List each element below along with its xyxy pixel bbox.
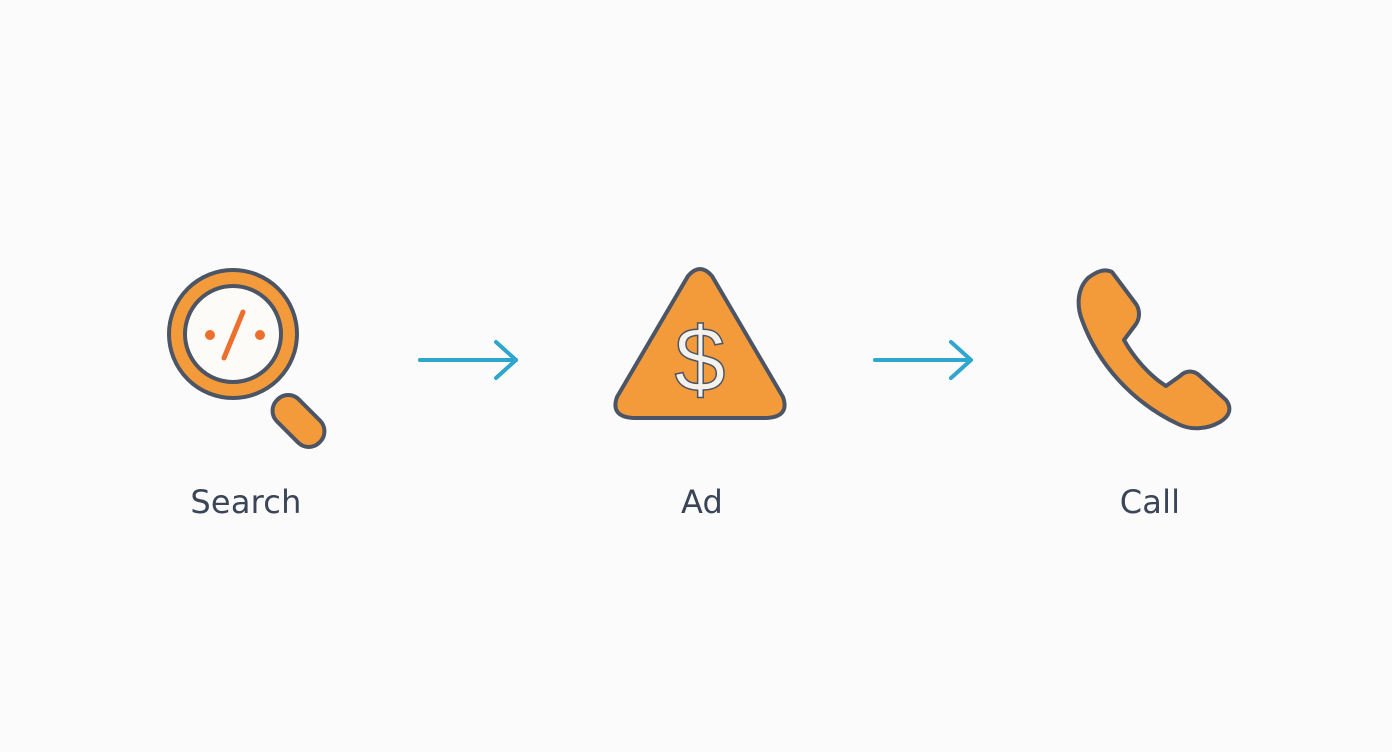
step-label-search: Search bbox=[190, 483, 302, 521]
arrow-svg bbox=[873, 340, 973, 380]
right-arrow-icon bbox=[871, 334, 979, 386]
magnifying-glass-svg bbox=[167, 268, 327, 449]
ad-triangle-svg: $ bbox=[613, 267, 787, 420]
dollar-symbol: $ bbox=[674, 309, 725, 411]
phone-handset bbox=[1076, 268, 1232, 431]
arrow-svg bbox=[418, 340, 518, 380]
search-handle bbox=[270, 393, 327, 449]
phone-icon bbox=[1074, 266, 1236, 434]
ad-triangle bbox=[613, 267, 787, 420]
search-dot-right bbox=[255, 330, 265, 340]
right-arrow-icon bbox=[416, 334, 524, 386]
search-slash bbox=[221, 309, 246, 361]
search-dot-left bbox=[205, 330, 215, 340]
search-icon bbox=[160, 262, 346, 449]
step-label-call: Call bbox=[1119, 483, 1181, 521]
step-label-ad: Ad bbox=[680, 483, 724, 521]
ad-dollar-triangle-icon: $ bbox=[606, 262, 794, 424]
phone-handset-svg bbox=[1076, 268, 1232, 431]
